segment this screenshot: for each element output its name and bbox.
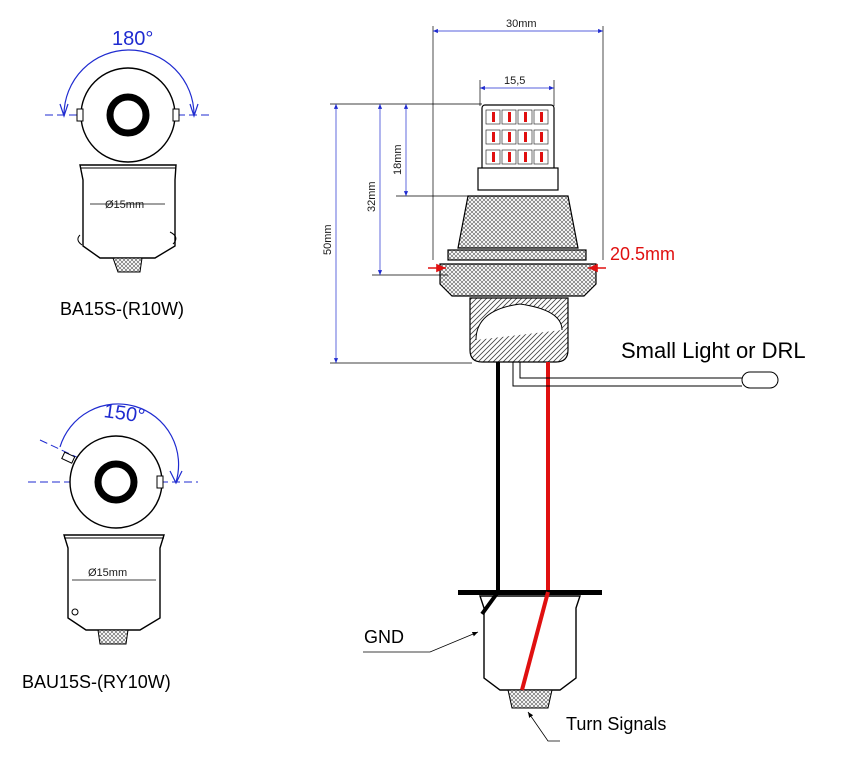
bau15s-side-view: Ø15mm BAU15S-(RY10W) xyxy=(22,534,171,692)
bau15s-diameter-label: Ø15mm xyxy=(88,567,127,579)
ba15s-diameter-label: Ø15mm xyxy=(105,199,144,211)
ba15s-name: BA15S-(R10W) xyxy=(60,299,184,319)
bau15s-angle-label: 150° xyxy=(102,400,146,428)
top-width-label: 15,5 xyxy=(504,75,525,87)
ba15s-angle-label: 180° xyxy=(112,28,153,50)
ba15s-side-view: Ø15mm BA15S-(R10W) xyxy=(60,164,184,319)
width-30mm-label: 30mm xyxy=(506,18,537,30)
bau15s-top-view: 150° xyxy=(28,400,198,529)
drl-label: Small Light or DRL xyxy=(621,338,806,363)
height-32mm-label: 32mm xyxy=(366,181,378,212)
height-18mm-label: 18mm xyxy=(392,144,404,175)
leader-lines xyxy=(363,631,560,742)
gnd-label: GND xyxy=(364,627,404,647)
main-bulb xyxy=(439,104,597,363)
bau15s-name: BAU15S-(RY10W) xyxy=(22,672,171,692)
turn-signals-label: Turn Signals xyxy=(566,714,666,734)
dimension-lines xyxy=(330,26,606,364)
height-50mm-label: 50mm xyxy=(322,224,334,255)
ba15s-top-view: 180° xyxy=(45,28,213,163)
collar-20-5mm-label: 20.5mm xyxy=(610,244,675,264)
wires xyxy=(496,362,779,592)
bottom-socket xyxy=(458,590,602,709)
